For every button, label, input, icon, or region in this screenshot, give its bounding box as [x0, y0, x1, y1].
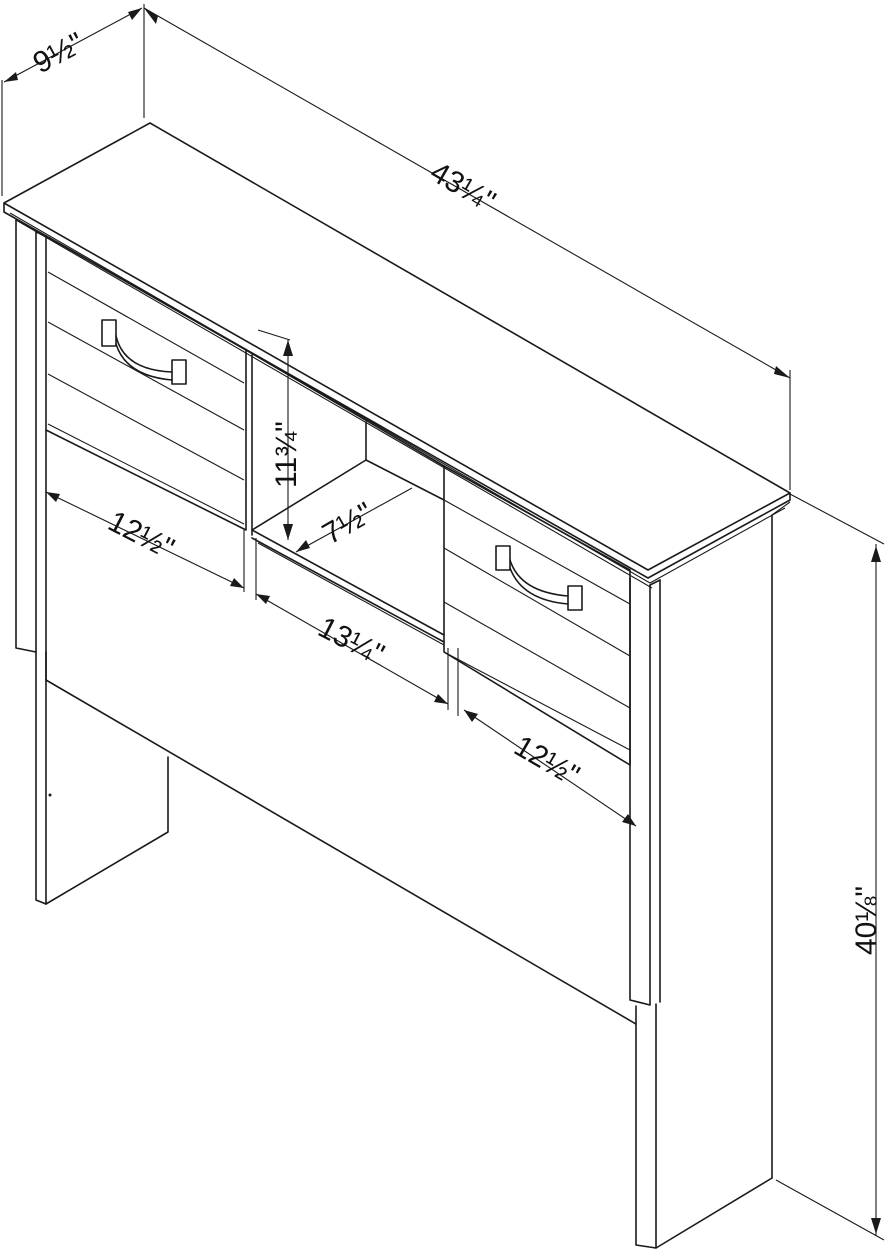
- overall-height-dimension: 40⅛": [775, 493, 885, 1241]
- depth-dimension: 9½": [1, 4, 145, 196]
- left-door-width-dimension: 12½": [45, 491, 245, 592]
- depth-label: 9½": [28, 26, 90, 80]
- width-label: 43¼": [425, 155, 501, 218]
- right-door: [443, 465, 631, 766]
- right-door-width-dimension: 12½": [457, 648, 637, 827]
- shelf-depth-dimension: 7½": [295, 487, 413, 553]
- shelf-height-label: 11¾": [270, 421, 303, 488]
- overall-height-label: 40⅛": [850, 886, 883, 955]
- center-opening: [245, 349, 445, 646]
- center-width-label: 13¼": [313, 611, 390, 672]
- left-door-handle: [101, 319, 187, 385]
- right-door-width-label: 12½": [509, 729, 585, 792]
- right-door-handle: [495, 545, 583, 611]
- left-door: [45, 235, 247, 531]
- width-dimension: 43¼": [143, 7, 791, 490]
- shelf-depth-label: 7½": [317, 496, 379, 551]
- center-width-dimension: 13¼": [255, 538, 449, 710]
- left-door-width-label: 12½": [103, 505, 180, 566]
- headboard-panel: [45, 651, 637, 1025]
- right-post: [629, 501, 791, 1249]
- shelf-height-dimension: 11¾": [257, 329, 303, 540]
- left-post: [15, 219, 47, 905]
